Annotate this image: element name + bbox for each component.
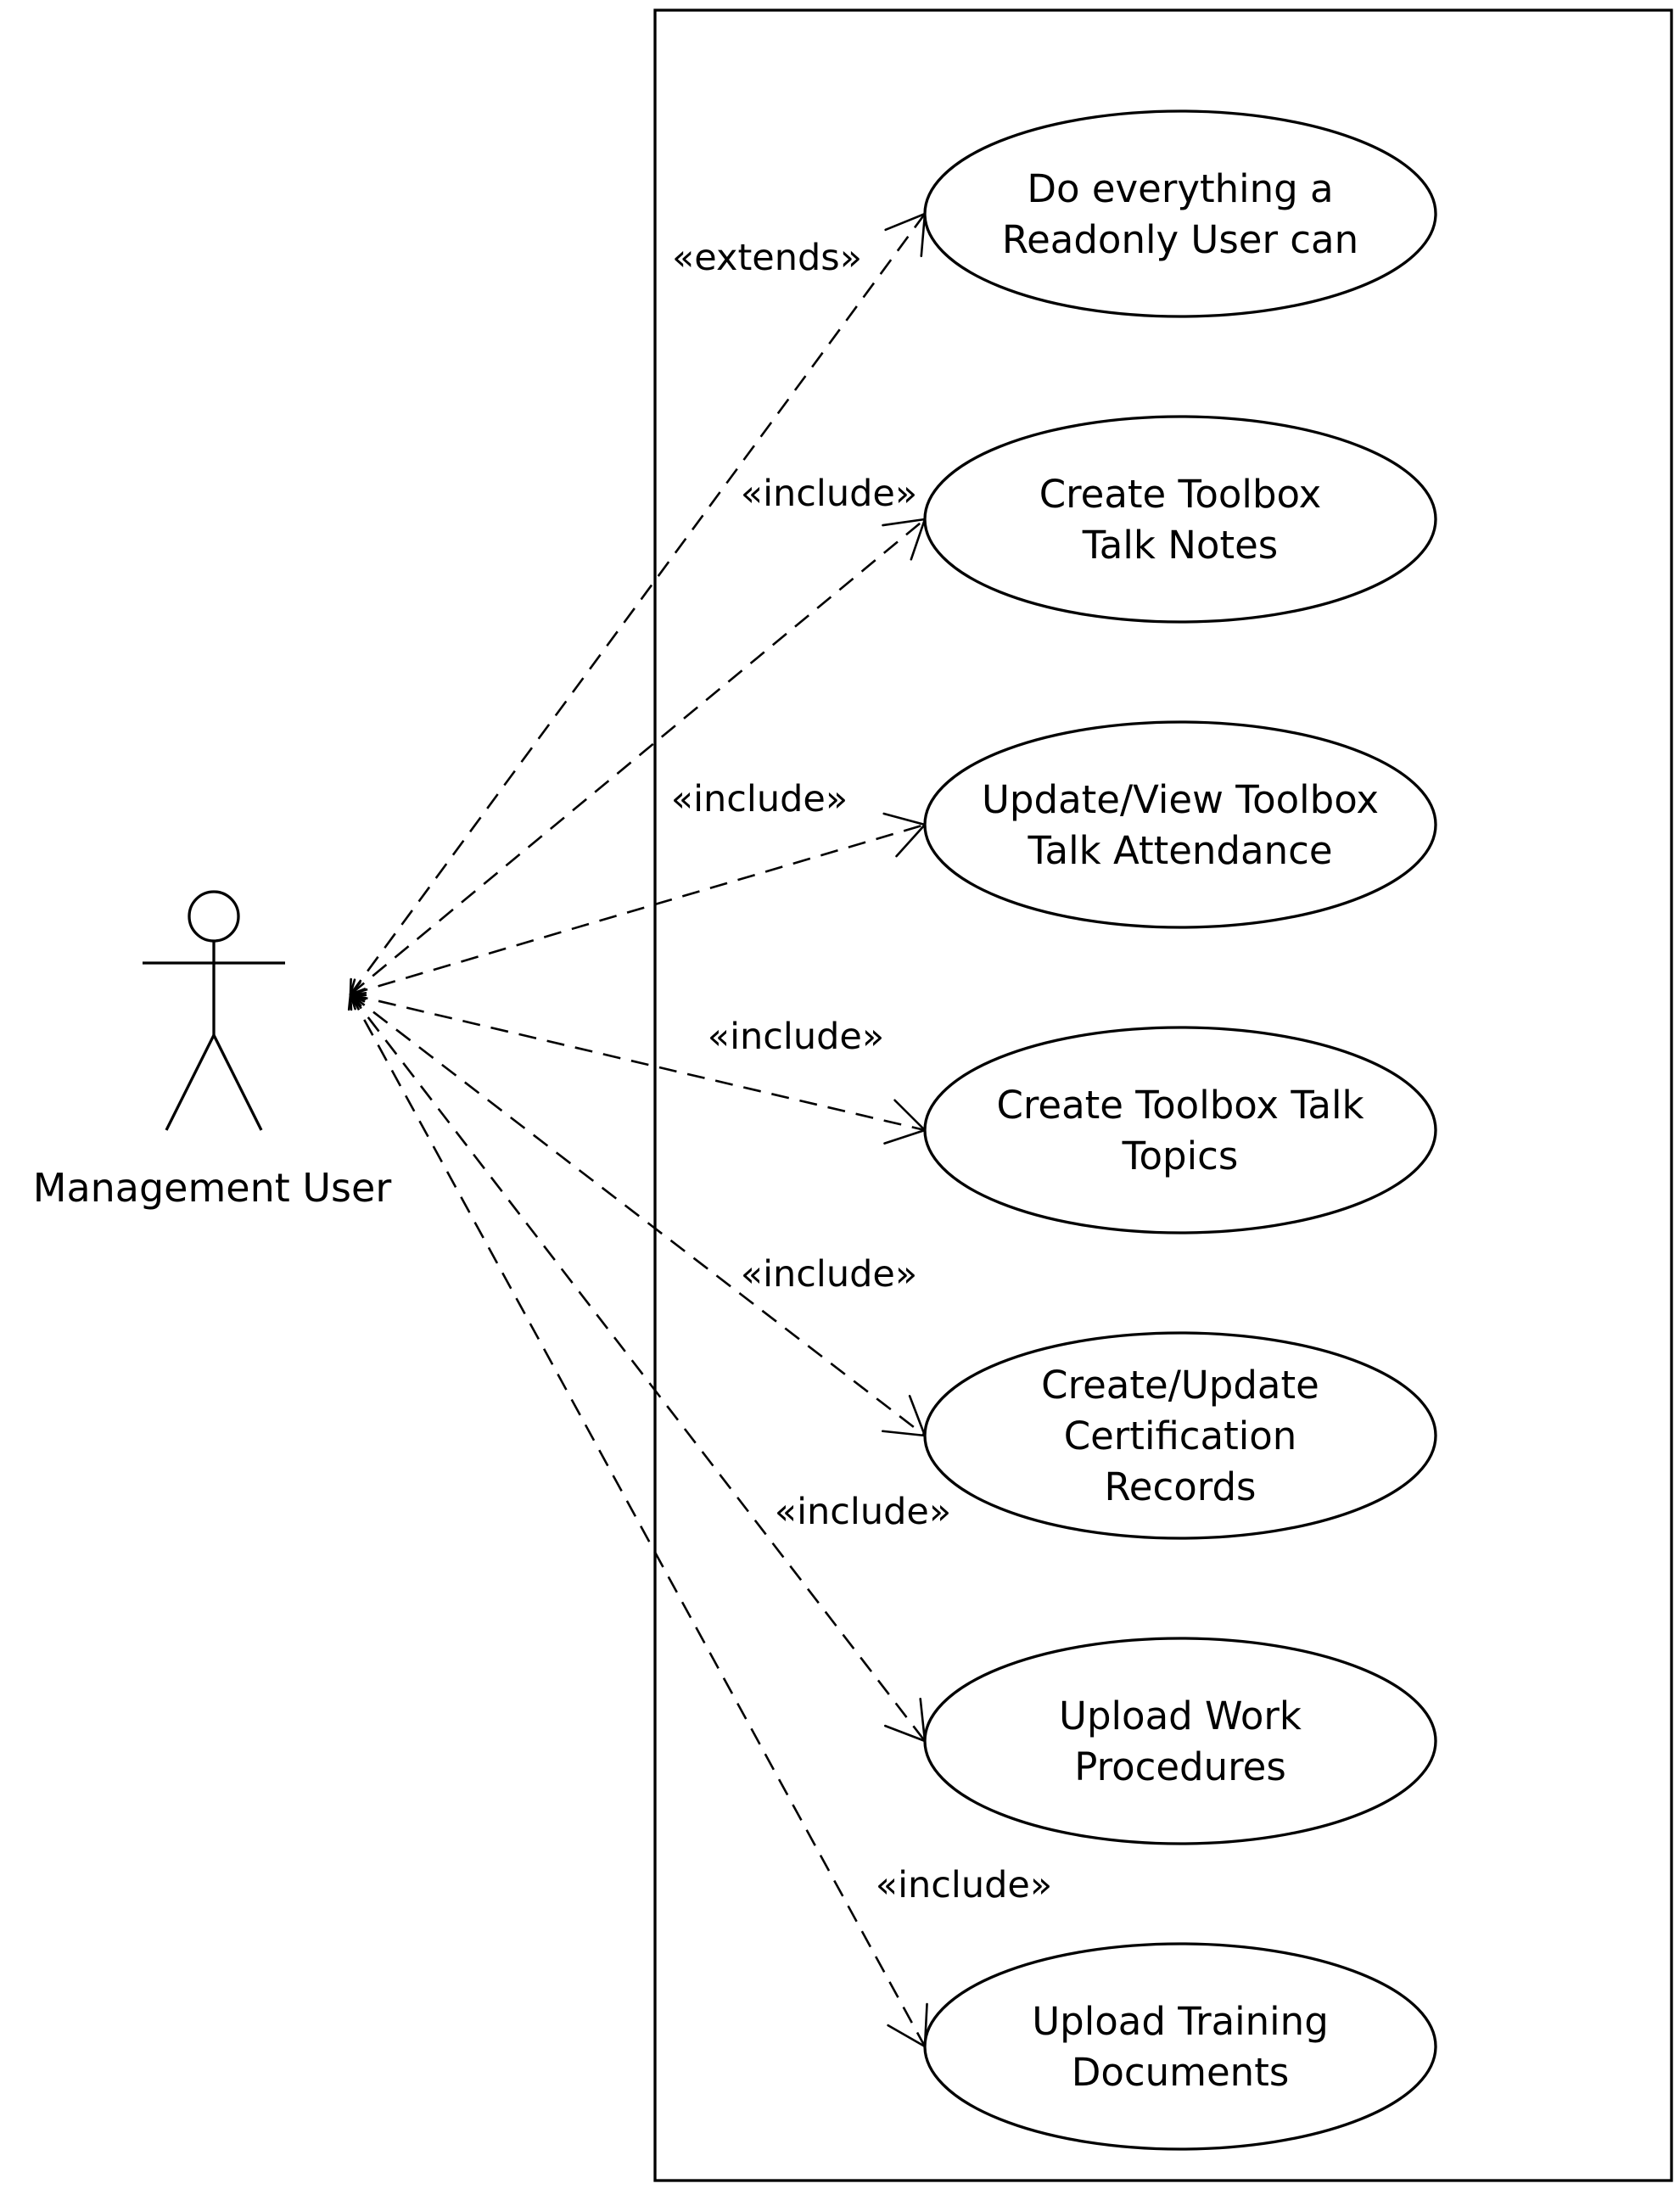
- use-case-label: Talk Notes: [1082, 523, 1278, 568]
- actor-right-leg: [212, 1034, 263, 1131]
- stereotype-label: «include»: [741, 473, 917, 515]
- use-case-ellipse: [923, 1026, 1437, 1234]
- use-case-ellipse: [923, 1942, 1437, 2151]
- use-case-label: Procedures: [1074, 1744, 1286, 1789]
- arrow-tail: [347, 993, 366, 1011]
- stereotype-label: «include»: [671, 778, 848, 820]
- system-boundary: [653, 8, 1673, 2182]
- dependency-line: [350, 993, 926, 1437]
- use-case-label: Certification: [1064, 1414, 1297, 1458]
- stereotype-label: «include»: [775, 1491, 951, 1533]
- use-case-label: Topics: [1122, 1134, 1239, 1178]
- arrowhead: [881, 1395, 927, 1437]
- use-case-ellipse: [923, 720, 1437, 929]
- stereotype-label: «include»: [741, 1253, 917, 1296]
- use-case-label: Create Toolbox: [1039, 472, 1322, 517]
- use-case-label: Talk Attendance: [1027, 828, 1332, 873]
- dependency-line: [350, 823, 926, 996]
- use-case-ellipse: [923, 109, 1437, 318]
- relationships: «extends» «include» «include» «include» «inc…: [347, 212, 1052, 2048]
- actor-left-leg: [165, 1034, 216, 1131]
- dependency-line: [350, 518, 926, 996]
- actor-label: Management User: [33, 1165, 392, 1211]
- use-case-label: Update/View Toolbox: [982, 777, 1379, 822]
- use-case-label: Upload Work: [1059, 1694, 1302, 1738]
- stereotype-label: «include»: [876, 1864, 1052, 1906]
- dependency-line: [349, 994, 927, 1742]
- use-case-ellipse: [923, 415, 1437, 624]
- use-case-label: Do everything a: [1027, 166, 1333, 211]
- use-case-label: Readonly User can: [1002, 217, 1358, 262]
- use-case-label: Create Toolbox Talk: [996, 1083, 1364, 1128]
- actor-figure: [143, 890, 285, 1131]
- use-case-label: Upload Training: [1032, 1999, 1329, 2044]
- use-case-label: Records: [1105, 1464, 1257, 1509]
- stereotype-label: «include»: [708, 1016, 884, 1058]
- use-case-ellipse: [923, 1637, 1437, 1845]
- use-case-label: Create/Update: [1041, 1363, 1319, 1408]
- actor-head: [188, 890, 240, 943]
- dependency-line: [350, 993, 926, 1132]
- dependency-line: [349, 213, 927, 995]
- use-case-label: Documents: [1072, 2050, 1290, 2095]
- stereotype-label: «extends»: [672, 237, 862, 279]
- use-case-ellipse: [923, 1331, 1437, 1540]
